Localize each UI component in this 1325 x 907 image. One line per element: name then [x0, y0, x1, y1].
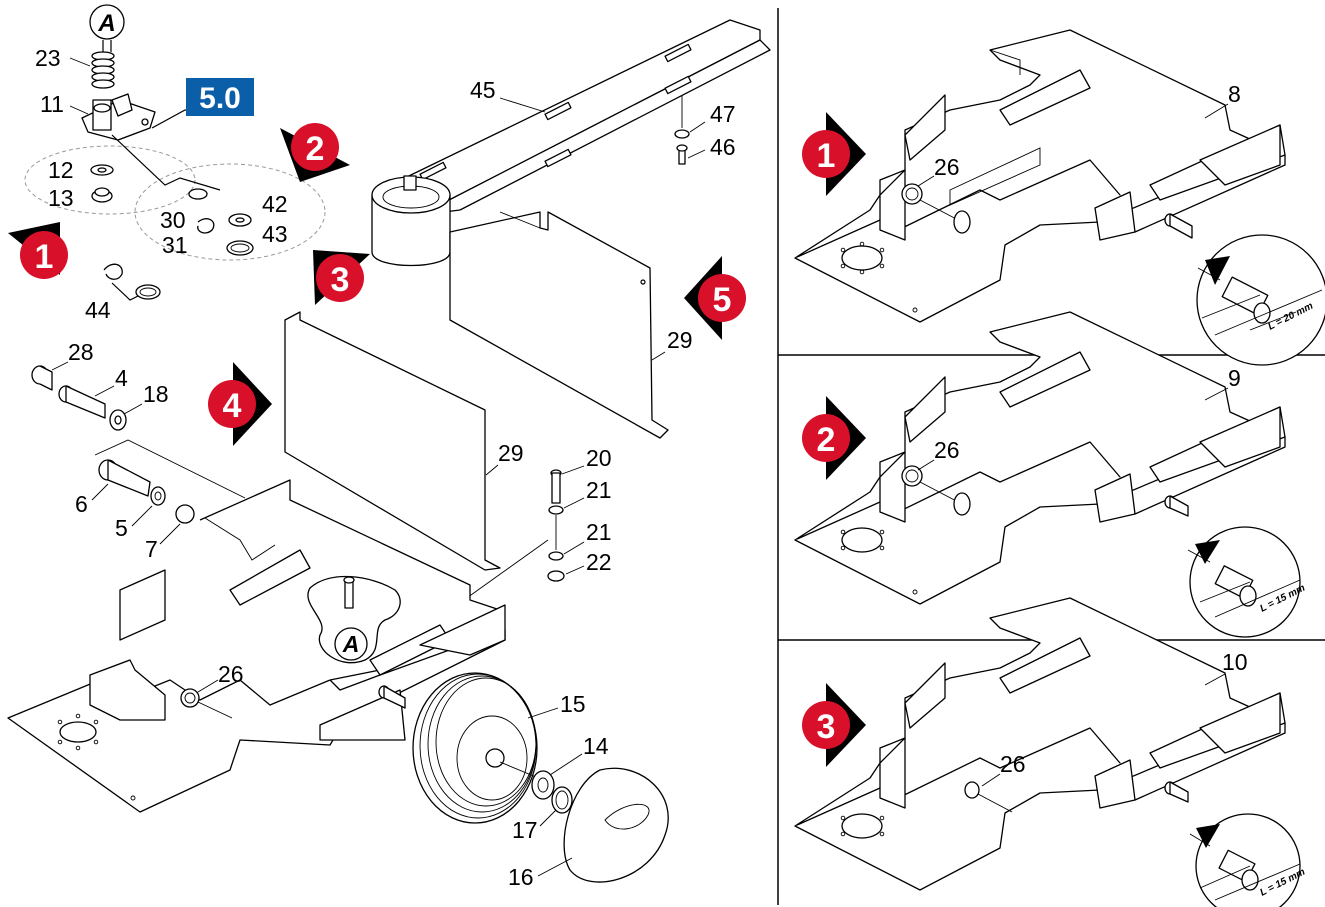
- detail-letter-bottom: A: [342, 631, 360, 657]
- detail-letter-top: A: [97, 10, 115, 37]
- label-46: 46: [710, 134, 736, 160]
- label-45: 45: [470, 77, 496, 103]
- label-47: 47: [710, 101, 736, 127]
- chassis-frame: [7, 479, 506, 813]
- circlip-part-30: [197, 218, 215, 234]
- panel-2-part-label: 9: [1228, 365, 1241, 391]
- label-5: 5: [115, 515, 128, 541]
- nut-part-22: [547, 570, 565, 582]
- label-28: 28: [68, 339, 94, 365]
- step-marker-5-text: 5: [713, 281, 732, 319]
- section-badge: 5.0: [186, 78, 254, 116]
- label-44: 44: [85, 297, 111, 323]
- panel-2-label-26: 26: [934, 437, 960, 463]
- circlip-part-44: [103, 263, 161, 301]
- washer-part-42: [188, 188, 252, 227]
- section-badge-text: 5.0: [199, 82, 241, 115]
- panel-1-marker-text: 1: [817, 137, 836, 175]
- label-14: 14: [583, 733, 609, 759]
- panel-1-label-26: 26: [934, 154, 960, 180]
- label-16: 16: [508, 864, 534, 890]
- hinge-bracket-part-11: [81, 93, 156, 141]
- label-29-back: 29: [667, 327, 693, 353]
- detail-a-callout-bottom: A: [334, 627, 368, 661]
- bolt-part-26-main: [180, 688, 233, 719]
- label-15: 15: [560, 691, 586, 717]
- washer-part-14: [531, 770, 555, 800]
- washer-part-18: [109, 409, 127, 431]
- label-23: 23: [35, 45, 61, 71]
- variant-panel-1: [794, 29, 1325, 366]
- label-26-main: 26: [218, 661, 244, 687]
- panel-3-marker-text: 3: [817, 708, 836, 746]
- cap-part-7: [175, 504, 195, 524]
- axle-part-6: [98, 459, 151, 497]
- screw-part-46: [674, 95, 690, 165]
- label-4: 4: [115, 365, 128, 391]
- bolt-part-4: [58, 385, 106, 419]
- label-20: 20: [586, 445, 612, 471]
- step-marker-2: 2: [280, 123, 350, 182]
- step-marker-4: 4: [208, 362, 272, 446]
- panel-2-marker-text: 2: [817, 421, 836, 459]
- panel-part-29-back: [449, 211, 669, 439]
- label-43: 43: [262, 221, 288, 247]
- screw-part-20: [550, 469, 562, 504]
- axle-pin: [378, 685, 406, 709]
- hubcap-part-16: [563, 767, 669, 883]
- label-18: 18: [143, 381, 169, 407]
- label-30: 30: [160, 207, 186, 233]
- step-marker-3-text: 3: [331, 261, 350, 299]
- step-marker-2-text: 2: [306, 130, 325, 168]
- ring-part-43: [226, 240, 254, 256]
- label-17: 17: [512, 817, 538, 843]
- label-31: 31: [162, 232, 188, 258]
- wheel-part-15: [412, 672, 549, 824]
- hinge-assembly: A: [24, 4, 326, 301]
- ring-part-17: [551, 786, 573, 814]
- panel-3-part-label: 10: [1222, 649, 1248, 675]
- label-21-bottom: 21: [586, 519, 612, 545]
- label-12: 12: [48, 157, 74, 183]
- step-marker-3: 3: [313, 250, 370, 305]
- label-11: 11: [40, 91, 64, 117]
- nut-part-13: [91, 187, 113, 203]
- variant-panel-3: [794, 597, 1301, 907]
- step-marker-4-text: 4: [223, 387, 242, 425]
- step-marker-1-text: 1: [35, 238, 54, 276]
- washer-part-21-top: [548, 505, 564, 515]
- tube-clamp: [371, 175, 451, 267]
- step-marker-5: 5: [684, 256, 746, 340]
- washer-part-21-bottom: [548, 551, 564, 561]
- bushing-part-28: [31, 365, 53, 391]
- step-marker-1: 1: [8, 222, 68, 279]
- label-42: 42: [262, 191, 288, 217]
- panel-part-29-front: [284, 311, 501, 571]
- label-22: 22: [586, 549, 612, 575]
- label-7: 7: [145, 536, 158, 562]
- spring-part-23: [91, 40, 115, 89]
- label-6: 6: [75, 491, 88, 517]
- label-13: 13: [48, 185, 74, 211]
- section-badge-box: [186, 78, 254, 116]
- panel-1-part-label: 8: [1228, 81, 1241, 107]
- label-21-top: 21: [586, 477, 612, 503]
- washer-part-5: [150, 486, 166, 506]
- variant-panel-2: [794, 311, 1301, 638]
- panel-3-label-26: 26: [1000, 751, 1026, 777]
- part-labels-left: 23 11 12 13 30 31 42 43 44 45 47 46 29 2…: [35, 45, 736, 890]
- detail-a-callout-top: A: [89, 4, 125, 40]
- label-29-front: 29: [498, 440, 524, 466]
- washer-part-12: [90, 164, 114, 176]
